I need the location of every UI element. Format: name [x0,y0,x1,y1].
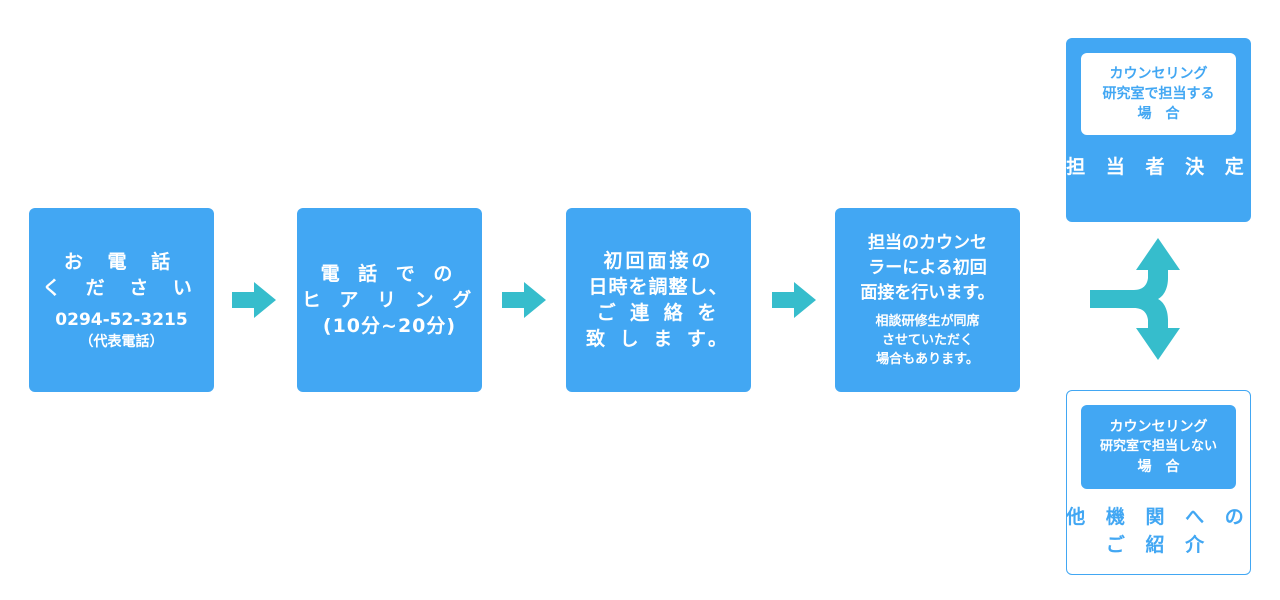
step3-line3: ご 連 絡 を [596,302,721,324]
step-hearing-box: 電 話 で の ヒ ア リ ン グ (10分~20分) [297,208,482,392]
arrow-shape [232,282,276,318]
case-no-result1: 他 機 関 へ の [1066,506,1251,528]
arrow-right-icon [232,282,276,318]
arrow-shape [772,282,816,318]
step-call-box: お 電 話 く だ さ い 0294-52-3215 （代表電話） [29,208,214,392]
case-in-house-label: カウンセリング 研究室で担当する 場 合 [1081,53,1236,135]
case-no-line2: 研究室で担当しない [1099,439,1217,454]
step1-line1: お 電 話 [63,250,180,273]
branch-shape [1090,238,1180,360]
step3-line1: 初回面接の [603,250,714,272]
step2-line2: ヒ ア リ ン グ [301,289,478,311]
step4-note2: させていただく [881,333,973,348]
case-no-line1: カウンセリング [1109,419,1208,435]
step4-note1: 相談研修生が同席 [875,314,980,329]
arrow-right-icon [502,282,546,318]
case-referral-label: カウンセリング 研究室で担当しない 場 合 [1081,405,1236,489]
step1-note: （代表電話） [79,333,164,350]
step1-phone: 0294-52-3215 [55,309,188,330]
step3-line2: 日時を調整し、 [588,276,729,298]
step3-line4: 致 し ま す。 [586,328,731,350]
case-referral-panel: カウンセリング 研究室で担当しない 場 合 他 機 関 へ の ご 紹 介 [1066,390,1251,575]
step2-line1: 電 話 で の [320,263,459,285]
case-yes-line3: 場 合 [1137,106,1180,122]
case-no-line3: 場 合 [1137,459,1180,475]
case-yes-line1: カウンセリング [1109,66,1208,82]
branch-arrow-icon [1090,238,1180,360]
case-in-house-panel: カウンセリング 研究室で担当する 場 合 担 当 者 決 定 [1066,38,1251,222]
case-no-result2: ご 紹 介 [1105,534,1212,556]
arrow-right-icon [772,282,816,318]
step-interview-box: 担当のカウンセ ラーによる初回 面接を行います。 相談研修生が同席 させていただ… [835,208,1020,392]
step2-line3: (10分~20分) [322,315,457,337]
case-yes-result: 担 当 者 決 定 [1066,156,1251,178]
step4-line3: 面接を行います。 [860,283,995,303]
step-schedule-box: 初回面接の 日時を調整し、 ご 連 絡 を 致 し ま す。 [566,208,751,392]
case-no-result: 他 機 関 へ の ご 紹 介 [1066,503,1250,559]
case-yes-line2: 研究室で担当する [1102,86,1215,102]
step4-note3: 場合もあります。 [876,352,979,367]
step4-line2: ラーによる初回 [868,258,987,278]
step4-line1: 担当のカウンセ [868,233,987,253]
step1-line2: く だ さ い [42,276,201,299]
arrow-shape [502,282,546,318]
